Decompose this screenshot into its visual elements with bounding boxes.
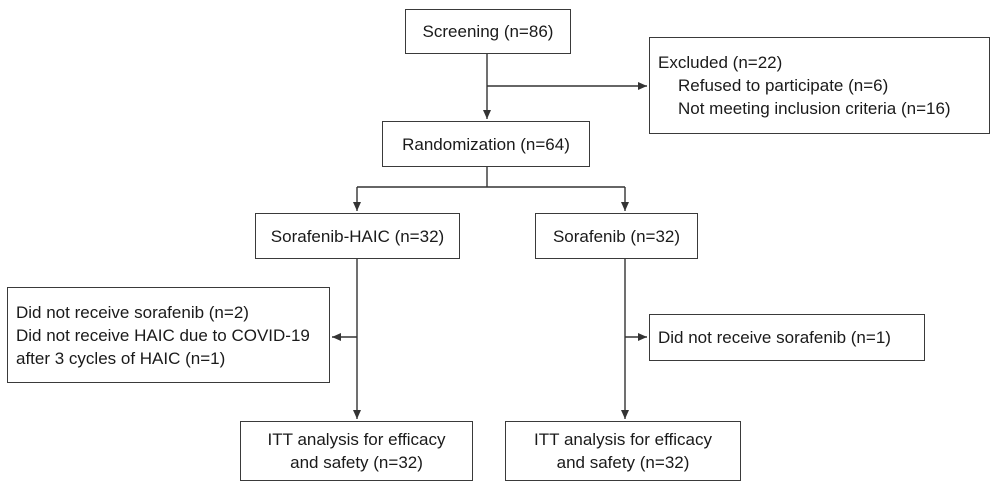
itt-line: ITT analysis for efficacy — [534, 430, 712, 449]
sorafenib-itt-box: ITT analysis for efficacy and safety (n=… — [505, 421, 741, 481]
sorafenib-arm-box: Sorafenib (n=32) — [535, 213, 698, 259]
excluded-reason: Not meeting inclusion criteria (n=16) — [678, 99, 951, 118]
arm-label: Sorafenib-HAIC (n=32) — [270, 226, 445, 246]
sorafenib-dropout-box: Did not receive sorafenib (n=1) — [649, 314, 925, 361]
dropout-line: after 3 cycles of HAIC (n=1) — [16, 348, 226, 368]
randomization-box: Randomization (n=64) — [382, 121, 590, 167]
excluded-reason: Refused to participate (n=6) — [678, 76, 889, 95]
arm-label: Sorafenib (n=32) — [552, 226, 681, 246]
itt-line: ITT analysis for efficacy — [267, 430, 446, 449]
screening-box: Screening (n=86) — [405, 9, 571, 54]
randomization-label: Randomization (n=64) — [402, 134, 570, 154]
dropout-line: Did not receive sorafenib (n=1) — [658, 328, 891, 347]
itt-line: and safety (n=32) — [556, 453, 690, 472]
excluded-title: Excluded (n=22) — [658, 53, 783, 72]
sorafenib-haic-itt-box: ITT analysis for efficacy and safety (n=… — [240, 421, 473, 481]
dropout-line: Did not receive sorafenib (n=2) — [16, 302, 249, 322]
excluded-box: Excluded (n=22) Refused to participate (… — [649, 37, 990, 134]
dropout-line: Did not receive HAIC due to COVID-19 — [16, 325, 310, 345]
screening-label: Screening (n=86) — [422, 22, 554, 41]
sorafenib-haic-arm-box: Sorafenib-HAIC (n=32) — [255, 213, 460, 259]
sorafenib-haic-dropout-box: Did not receive sorafenib (n=2) Did not … — [7, 287, 330, 383]
itt-line: and safety (n=32) — [290, 453, 423, 472]
